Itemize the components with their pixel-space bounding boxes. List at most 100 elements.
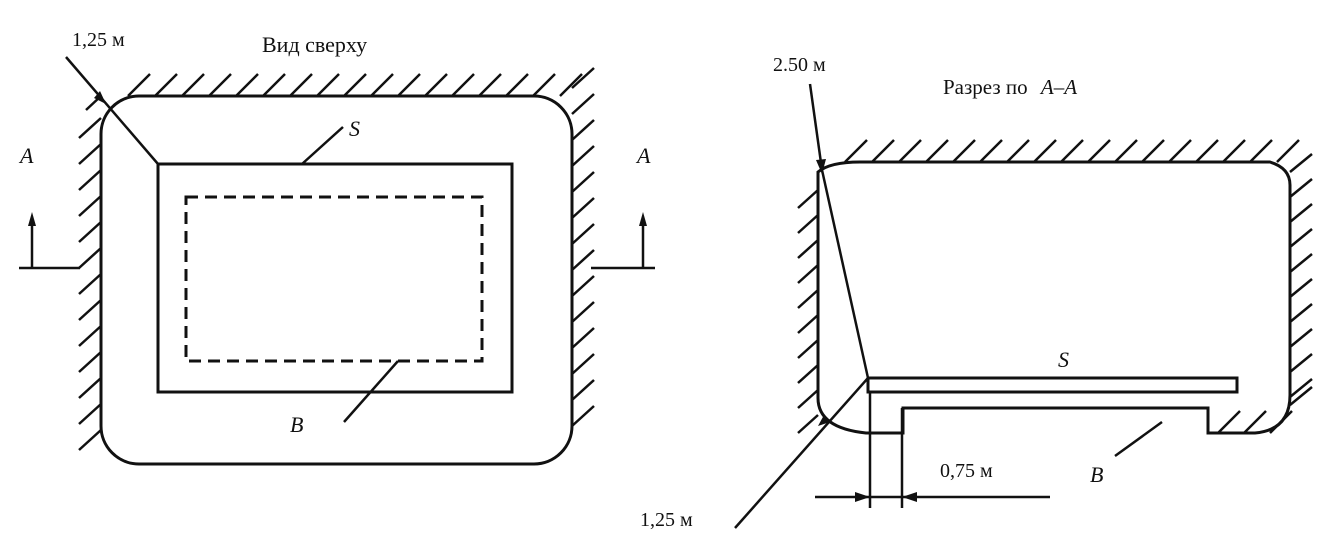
hatch-tick [1289,228,1313,248]
top-view-label-s: S [349,116,360,141]
hatch-tick [797,414,819,434]
hatch-tick [1289,328,1313,348]
hatch-tick [871,139,895,163]
section-view-title-section: A–A [1039,75,1077,99]
section-view: Разрез по A–A 2.50 м 1,25 м 0,75 м S B [640,54,1313,531]
hatch-tick [1289,353,1313,373]
hatch-tick [571,223,595,245]
hatch-tick [1289,203,1313,223]
section-view-width-label: 0,75 м [940,460,993,482]
top-view-offset-arrowhead [94,91,106,104]
hatch-tick [78,195,102,217]
section-view-slope-line [820,169,870,379]
hatch-tick [127,73,151,97]
hatch-tick [1289,386,1313,406]
hatch-tick [1289,153,1313,173]
section-mark-left-label: A [18,143,34,168]
section-view-dimension-arrow-left [855,492,870,502]
hatch-tick [1006,139,1030,163]
hatch-tick [78,403,102,425]
hatch-tick [797,364,819,384]
section-mark-right-arrowhead [639,212,647,226]
top-view-hatching [78,67,595,451]
hatch-tick [478,73,502,97]
hatch-tick [571,353,595,375]
hatch-tick [343,73,367,97]
hatch-tick [797,289,819,309]
hatch-tick [1289,178,1313,198]
hatch-tick [571,275,595,297]
hatch-tick [571,405,595,427]
section-view-label-b: B [1090,462,1103,487]
hatch-tick [571,93,595,115]
top-view-s-leader [301,126,344,165]
hatch-tick [78,377,102,399]
hatch-tick [78,299,102,321]
hatch-tick [424,73,448,97]
hatch-tick [78,429,102,451]
hatch-tick [1168,139,1192,163]
hatch-tick [979,139,1003,163]
hatch-tick [1276,139,1300,163]
section-view-dimension-arrow-right [902,492,917,502]
hatch-tick [451,73,475,97]
hatch-tick [571,249,595,271]
hatch-tick [1289,378,1313,398]
hatch-tick [1289,278,1313,298]
hatch-tick [1243,410,1267,434]
hatch-tick [797,389,819,409]
top-view: Вид сверху 1,25 м S B A A [18,29,655,466]
top-view-boundary [99,94,574,466]
hatch-tick [289,73,313,97]
hatch-tick [1060,139,1084,163]
top-view-offset-leader [65,56,159,165]
hatch-tick [898,139,922,163]
section-view-title-prefix: Разрез по [943,75,1028,99]
hatch-tick [571,197,595,219]
section-view-hatching [797,139,1313,434]
hatch-tick [797,264,819,284]
hatch-tick [797,314,819,334]
hatch-tick [532,73,556,97]
hatch-tick [571,171,595,193]
hatch-tick [78,351,102,373]
hatch-tick [316,73,340,97]
hatch-tick [571,301,595,323]
hatch-tick [1289,303,1313,323]
hatch-tick [1087,139,1111,163]
hatch-tick [797,339,819,359]
section-view-b-leader [1114,420,1163,458]
section-view-top-offset-leader [808,83,824,171]
hatch-tick [78,221,102,243]
section-view-top-offset-label: 2.50 м [773,54,826,76]
hatch-tick [844,139,868,163]
top-view-b-leader [343,360,399,423]
hatch-tick [797,189,819,209]
hatch-tick [1195,139,1219,163]
section-view-label-s: S [1058,347,1069,372]
hatch-tick [559,73,583,97]
hatch-tick [925,139,949,163]
hatch-tick [1222,139,1246,163]
hatch-tick [78,169,102,191]
top-view-title: Вид сверху [262,32,367,57]
hatch-tick [78,117,102,139]
hatch-tick [571,119,595,141]
hatch-tick [571,327,595,349]
hatch-tick [78,325,102,347]
section-view-slab-s [866,376,1239,394]
hatch-tick [370,73,394,97]
section-view-bottom-offset-leader [734,377,869,529]
section-view-title: Разрез по A–A [943,75,1077,99]
hatch-tick [797,214,819,234]
hatch-tick [78,143,102,165]
hatch-tick [397,73,421,97]
hatch-tick [952,139,976,163]
hatch-tick [571,145,595,167]
hatch-tick [208,73,232,97]
hatch-tick [1114,139,1138,163]
section-mark-right-label: A [635,143,651,168]
hatch-tick [797,239,819,259]
section-view-bottom-offset-arrowhead [818,415,830,426]
